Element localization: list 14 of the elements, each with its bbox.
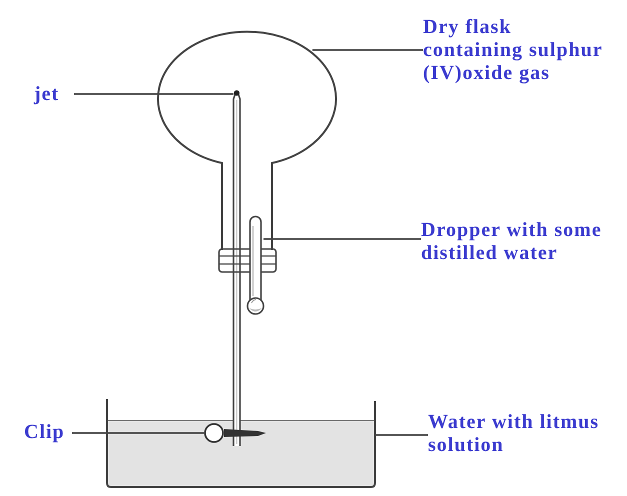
leader-line	[374, 434, 428, 436]
jet-tube	[232, 90, 241, 447]
callout-label: jet	[34, 83, 74, 106]
water	[108, 420, 374, 486]
leader-line	[72, 432, 205, 434]
round-bottom-flask	[157, 30, 337, 250]
callout-label: Water with litmus solution	[428, 411, 618, 457]
leader-line	[312, 49, 423, 51]
leader-line	[264, 238, 421, 240]
callout-label: Dropper with some distilled water	[421, 219, 621, 265]
leader-line	[74, 93, 234, 95]
dropper	[246, 216, 264, 315]
callout-label: Dry flask containing sulphur (IV)oxide gas	[423, 16, 610, 85]
callout-label: Clip	[24, 421, 72, 444]
